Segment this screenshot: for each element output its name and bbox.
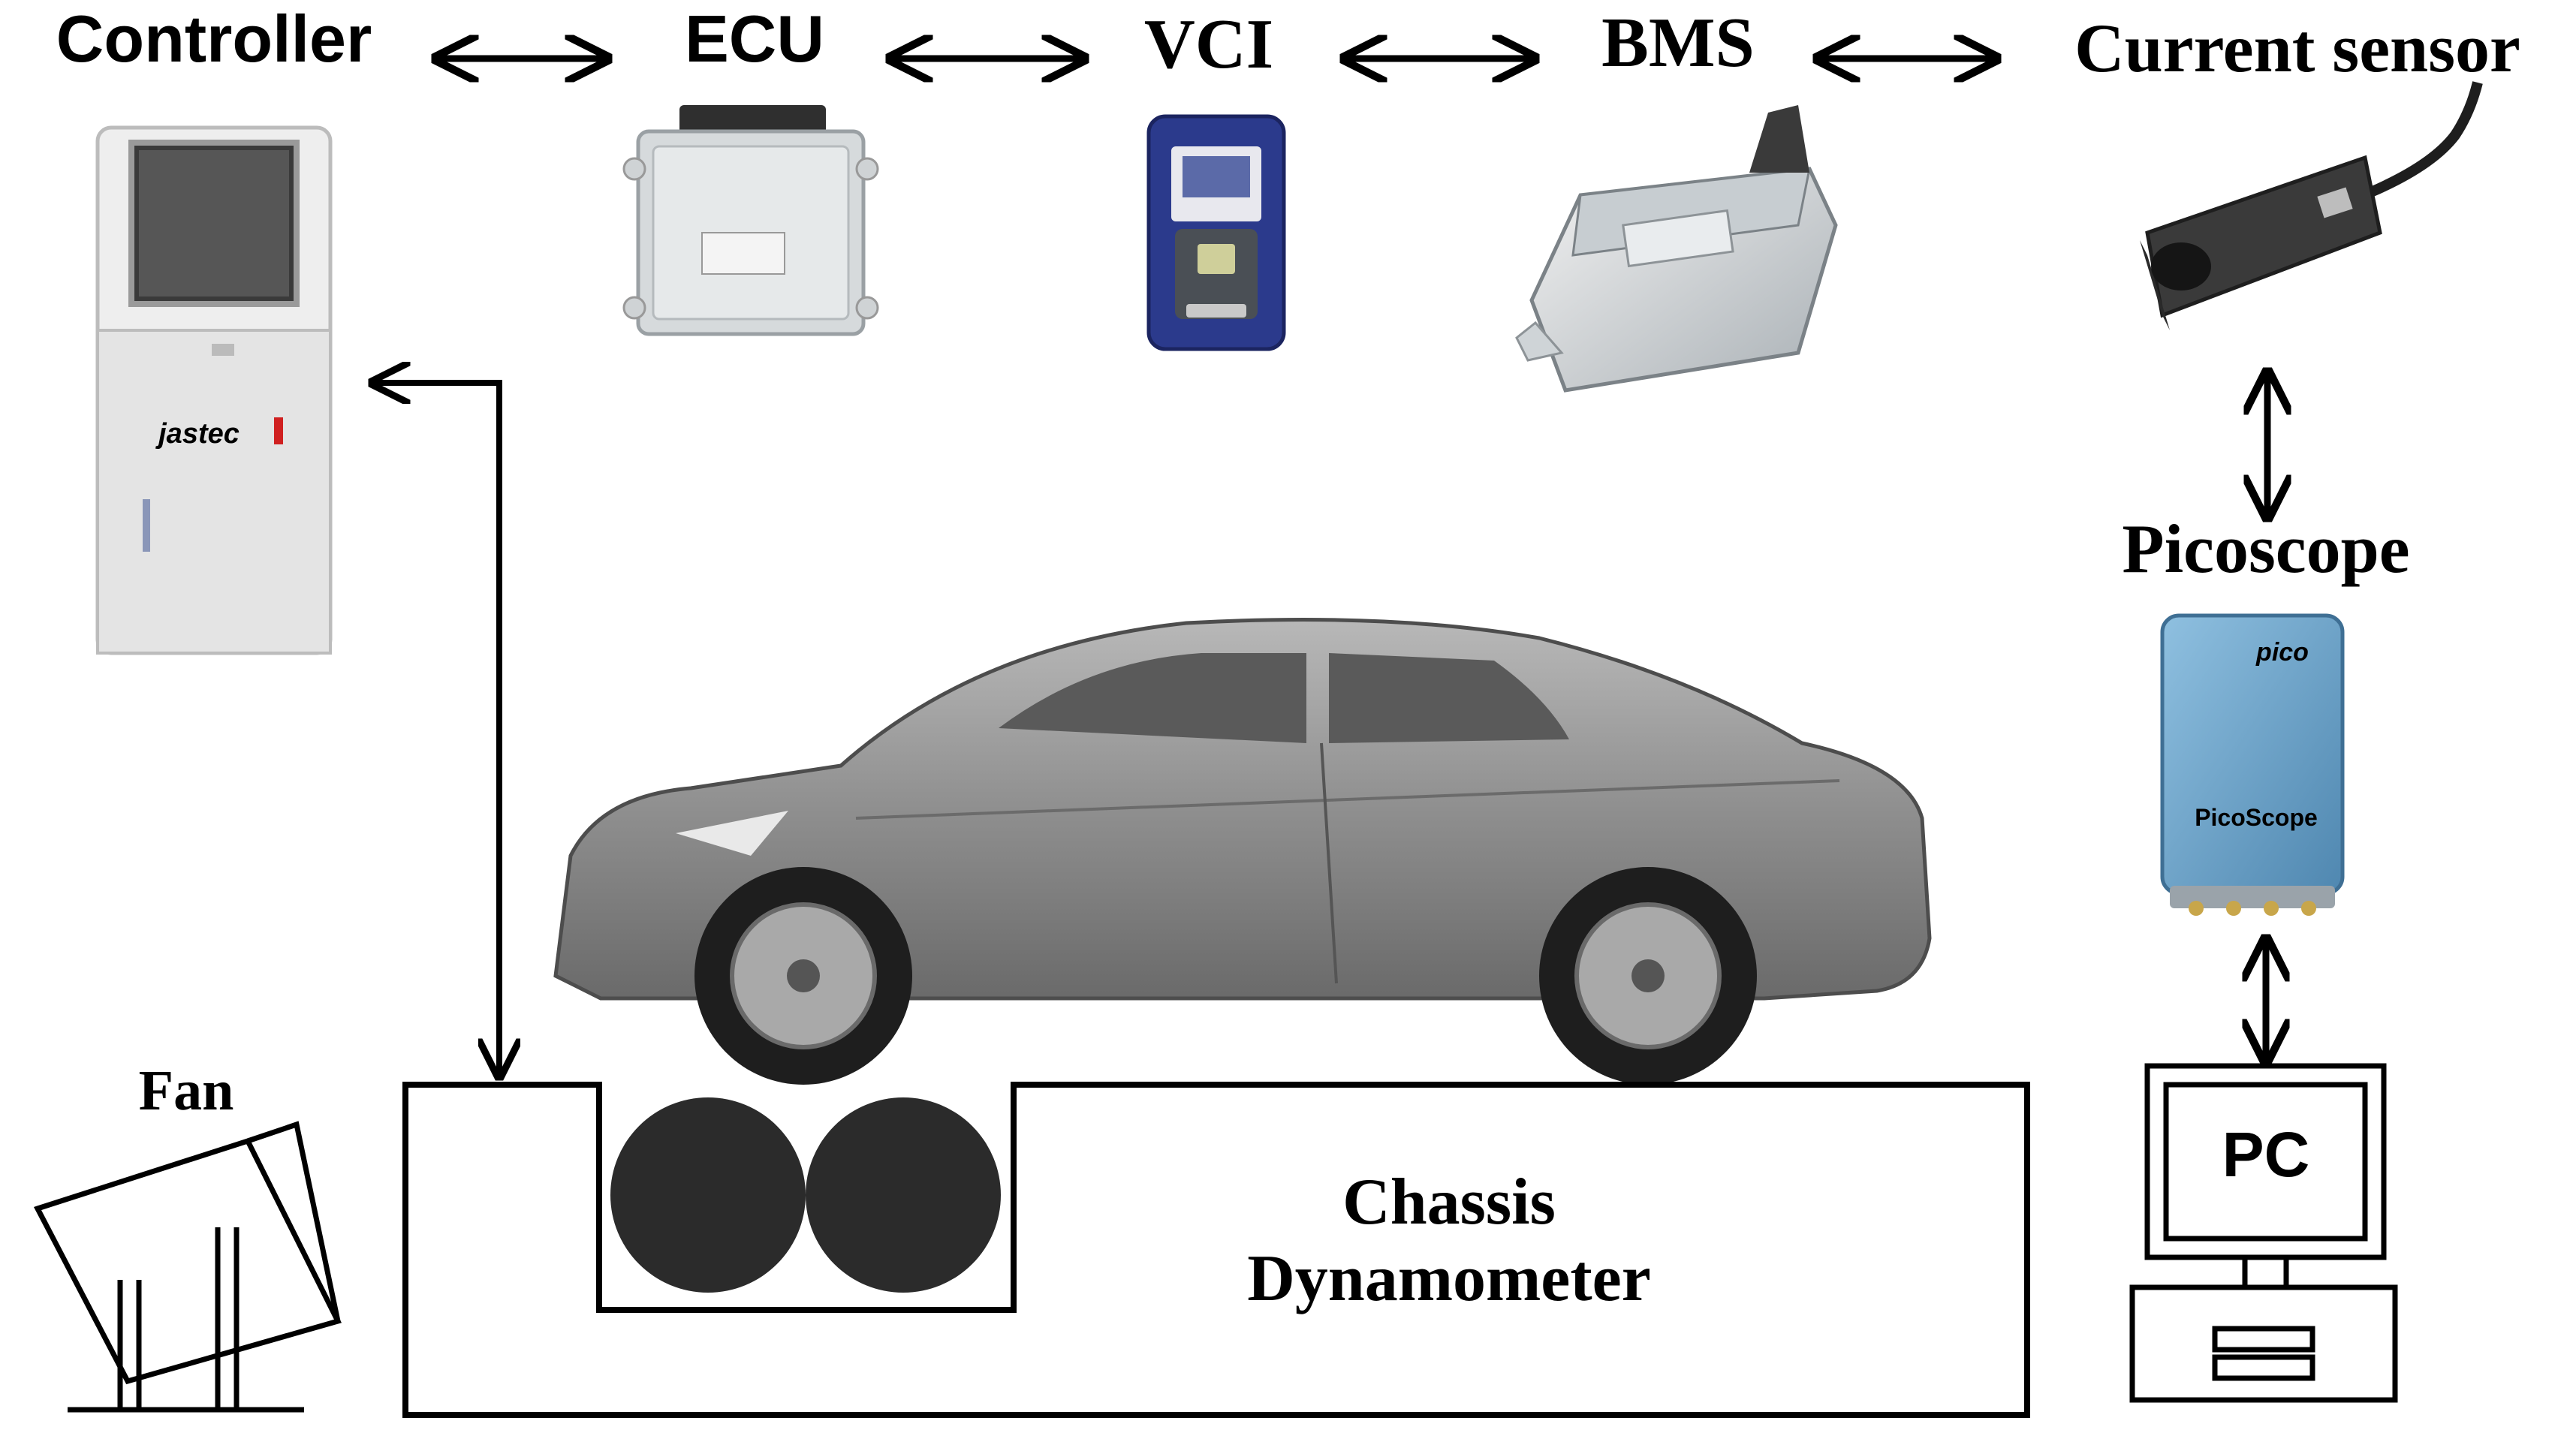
picoscope-label: Picoscope xyxy=(2122,510,2409,587)
ecu-label: ECU xyxy=(685,2,824,76)
pc-label: PC xyxy=(2222,1119,2310,1190)
car-image xyxy=(553,618,1932,1085)
fan-rim xyxy=(246,1121,341,1322)
pc-drive-2 xyxy=(2212,1354,2315,1381)
vci-label: VCI xyxy=(1144,5,1273,83)
picoscope-image: pico PicoScope xyxy=(2160,613,2345,916)
bms-label: BMS xyxy=(1601,4,1755,82)
pc-monitor-neck xyxy=(2242,1254,2289,1290)
controller-brand: jastec xyxy=(155,418,240,450)
chassis-label-line1: Chassis xyxy=(1342,1166,1556,1239)
fan-housing xyxy=(33,1137,342,1385)
chassis-dynamometer: Chassis Dynamometer xyxy=(402,1082,2030,1418)
car-rear-wheel xyxy=(1539,867,1757,1085)
dyno-roller-left xyxy=(610,1097,806,1293)
ecu-image xyxy=(622,105,879,336)
dyno-roller-right xyxy=(806,1097,1001,1293)
car-front-wheel xyxy=(694,867,912,1085)
controller-cabinet-image: jastec xyxy=(95,125,333,655)
picoscope-model: PicoScope xyxy=(2195,804,2318,831)
arrow-controller-dyno xyxy=(375,383,499,1073)
controller-label: Controller xyxy=(56,2,372,76)
current-sensor-image xyxy=(2140,81,2483,330)
pc-screen xyxy=(2163,1082,2368,1242)
pc-icon xyxy=(2129,1063,2398,1403)
bms-image xyxy=(1515,105,1838,393)
pc-drive-1 xyxy=(2212,1326,2315,1353)
picoscope-brand: pico xyxy=(2255,638,2309,667)
chassis-label-line2: Dynamometer xyxy=(1247,1242,1651,1315)
vci-image xyxy=(1146,114,1286,351)
current-sensor-label: Current sensor xyxy=(2074,10,2520,86)
pc-base xyxy=(2129,1284,2398,1403)
fan-icon xyxy=(33,1121,342,1413)
fan-label: Fan xyxy=(139,1059,234,1122)
